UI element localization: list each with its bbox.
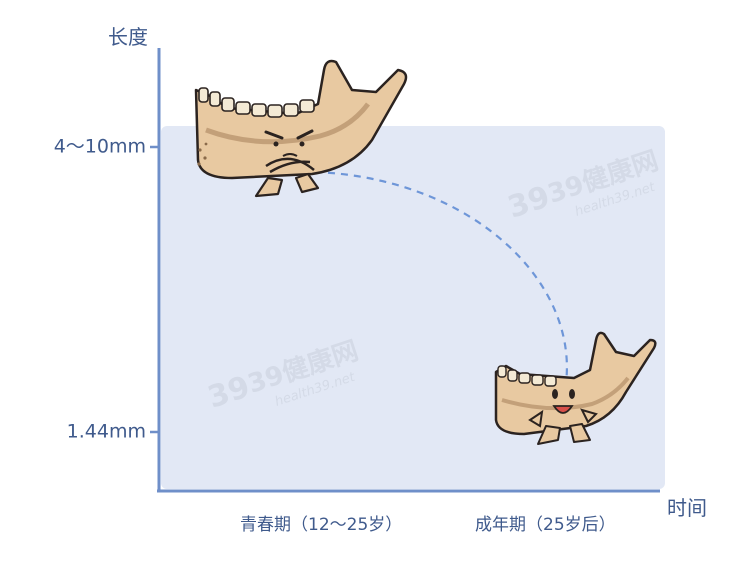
jawbone-teen-icon [194, 59, 408, 198]
x-axis-label: 时间 [667, 496, 707, 520]
x-category-label-0: 青春期（12～25岁） [240, 515, 402, 535]
y-axis-label: 长度 [108, 25, 148, 49]
y-tick-label-1: 1.44mm [67, 421, 146, 443]
y-tick-label-0: 4～10mm [54, 136, 146, 158]
x-category-label-1: 成年期（25岁后） [475, 515, 616, 535]
jawbone-adult-icon [494, 331, 657, 445]
